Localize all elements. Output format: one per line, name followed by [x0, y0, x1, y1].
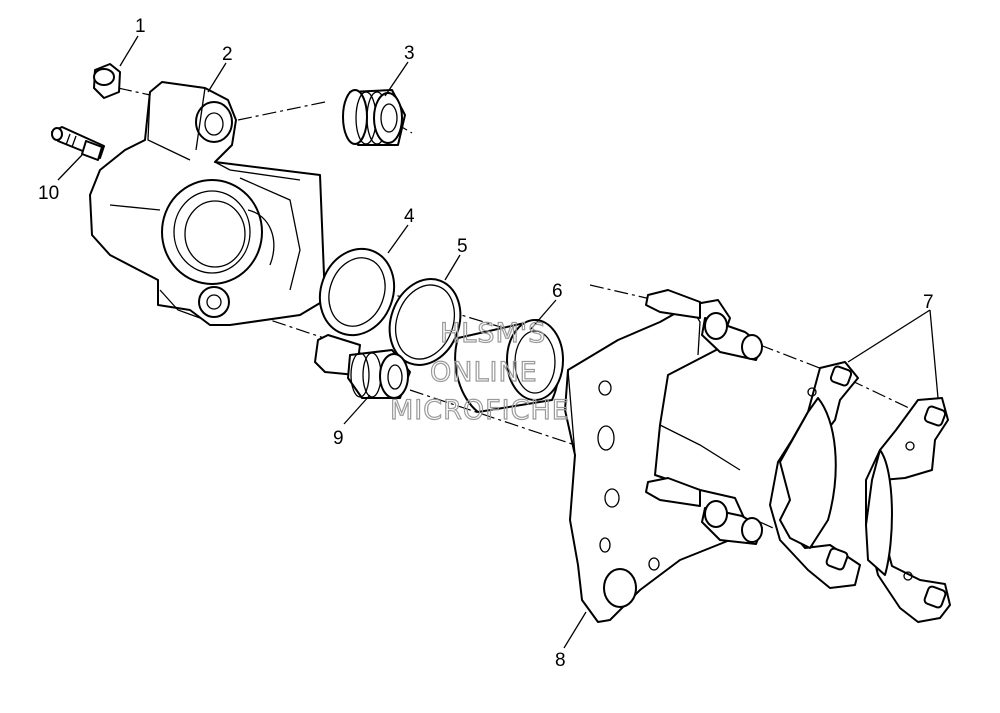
- callout-3: 3: [404, 43, 415, 64]
- watermark: HLSM'S ONLINE MICROFICHE: [389, 317, 570, 426]
- bleeder-screw-part: [51, 126, 105, 161]
- callout-6: 6: [552, 281, 563, 302]
- callout-4: 4: [404, 206, 415, 227]
- watermark-line-2: ONLINE: [430, 357, 538, 388]
- brake-pads-part: [769, 361, 951, 623]
- piston-seal-ring-part: [318, 247, 396, 337]
- watermark-line-1: HLSM'S: [440, 318, 546, 349]
- slide-pin-boot-part: [314, 334, 411, 399]
- watermark-line-3: MICROFICHE: [390, 395, 570, 426]
- dust-seal-ring-part: [388, 278, 462, 366]
- piston-part: [454, 319, 564, 413]
- caliper-bracket-part: [564, 289, 763, 623]
- callout-numbers: 1 2 3 4 5 6 7 8 9 10: [38, 16, 934, 671]
- caliper-body-part: [89, 81, 326, 326]
- callout-8: 8: [555, 650, 566, 671]
- callout-2: 2: [222, 44, 233, 65]
- callout-9: 9: [333, 428, 344, 449]
- boot-seal-part: [342, 89, 406, 146]
- leader-lines: [57, 35, 939, 649]
- callout-5: 5: [457, 236, 468, 257]
- callout-1: 1: [135, 16, 146, 37]
- callout-10: 10: [38, 183, 59, 204]
- bleeder-cap-part: [93, 63, 121, 99]
- callout-7: 7: [923, 292, 934, 313]
